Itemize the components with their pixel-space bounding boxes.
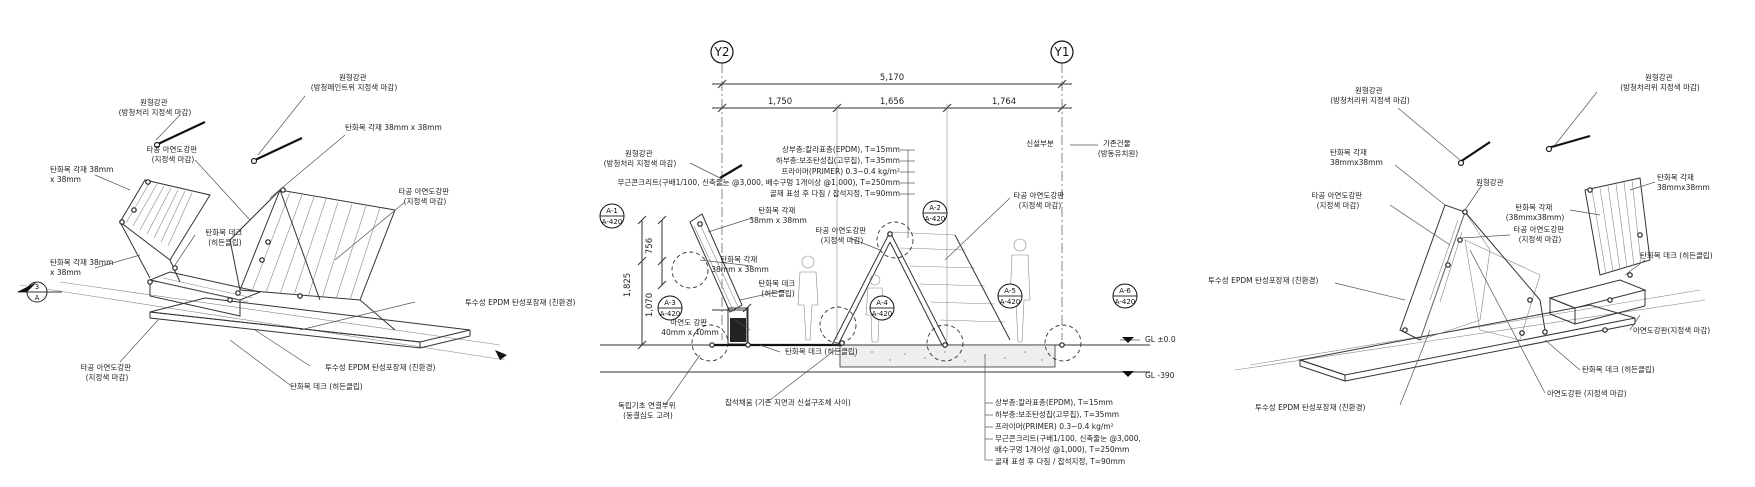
right-label: 원형강관 (방청처리위 지정색 마감) — [1330, 85, 1410, 105]
right-label: 탄화목 각재 38mmx38mm — [1330, 147, 1383, 167]
right-label: 아연도강판(지정색 마감) — [1633, 325, 1710, 335]
detail-tag-top: A-6 — [1119, 287, 1131, 295]
dim-segment: 1,764 — [992, 97, 1016, 107]
grid-line-label-right: Y1 — [1054, 45, 1070, 59]
left-label: 탄화목 데크 (히든클립) — [205, 227, 244, 247]
left-label: 탄화목 각재 38mm x 38mm — [50, 164, 116, 184]
section-marker: 3 A — [17, 281, 62, 303]
center-label: 기존건물 (방동유치원) — [1098, 138, 1138, 158]
level-bottom: GL -390 — [1145, 371, 1175, 380]
section-marker-bottom: A — [35, 294, 40, 302]
center-label: 원형강관 (방청처리 지정색 마감) — [604, 148, 677, 168]
left-label: 타공 아연도강판 (지정색 마감) — [398, 186, 451, 206]
right-label: 타공 아연도강판 (지정색 마감) — [1311, 190, 1364, 210]
center-label: 신설부분 — [1026, 139, 1054, 148]
dim-segment: 1,656 — [880, 97, 904, 107]
left-label: 투수성 EPDM 탄성포장재 (친환경) — [325, 362, 435, 372]
spec-bottom-line: 배수구멍 1개이상 @1,000), T=250mm — [995, 444, 1129, 454]
center-label: 탄화목 데크 (히든클립) — [785, 346, 858, 356]
left-label: 투수성 EPDM 탄성포장재 (친환경) — [465, 297, 575, 307]
detail-tag-bottom: A-420 — [1115, 298, 1136, 306]
center-label: 독립기초 연결부위 (동결심도 고려) — [618, 400, 678, 420]
detail-tag-top: A-4 — [876, 299, 888, 307]
detail-tag-bottom: A-420 — [660, 310, 681, 318]
detail-tag-bottom: A-420 — [1000, 298, 1021, 306]
right-label: 원형강관 (방청처리위 지정색 마감) — [1620, 72, 1700, 92]
right-label: 원형강관 — [1476, 177, 1504, 187]
spec-bottom-line: 상부층:칼라표층(EPDM), T=15mm — [995, 397, 1113, 407]
right-isometric-view: 원형강관 (방청처리위 지정색 마감) 원형강관 (방청처리위 지정색 마감) … — [1208, 72, 1713, 412]
right-label: 탄화목 데크 (히든클립) — [1582, 364, 1655, 374]
detail-tag-top: A-5 — [1004, 287, 1016, 295]
left-label: 원형강관 (방청페인트위 지정색 마감) — [311, 72, 398, 92]
left-isometric-view: 3 A — [17, 72, 575, 391]
center-label: 잡석채움 (기존 지면과 신설구조체 사이) — [725, 397, 851, 407]
spec-top-line: 상부층:칼라표층(EPDM), T=15mm — [782, 144, 900, 154]
center-label: 아연도 강판 40mm x 40mm — [661, 317, 719, 337]
center-label: 타공 아연도강판 (지정색 마감) — [815, 225, 868, 245]
spec-bottom-line: 무근콘크리트(구배1/100, 신축줄눈 @3,000, — [995, 434, 1141, 443]
left-label: 탄화목 데크 (히든클립) — [290, 381, 363, 391]
detail-tag-top: A-2 — [929, 204, 941, 212]
spec-bottom-line: 골재 표성 후 다짐 / 잡석지정, T=90mm — [995, 456, 1125, 466]
center-label: 탄화목 각재 38mm x 38mm — [749, 205, 807, 225]
spec-top-line: 프라이머(PRIMER) 0.3~0.4 kg/m² — [781, 166, 900, 176]
dim-vertical: 1,825 — [623, 273, 633, 297]
left-label: 탄화목 각재 38mm x 38mm — [50, 257, 116, 277]
detail-tag-bottom: A-420 — [872, 310, 893, 318]
human-figure-icon — [797, 255, 819, 341]
right-label: 타공 아연도강판 (지정색 마감) — [1513, 224, 1566, 244]
right-label: 탄화목 각재 (38mmx38mm) — [1506, 202, 1565, 222]
dim-vertical: 1,070 — [645, 293, 655, 317]
level-top: GL ±0.0 — [1145, 335, 1176, 344]
right-label: 아연도강판 (지정색 마감) — [1547, 388, 1627, 398]
spec-bottom-line: 프라이머(PRIMER) 0.3~0.4 kg/m² — [995, 421, 1114, 431]
center-label: 탄화목 데크 (히든클립) — [758, 278, 797, 298]
section-marker-top: 3 — [35, 283, 39, 291]
center-elevation-view: Y2 Y1 5,170 1,750 1,656 1,764 756 1,825 … — [599, 40, 1176, 466]
spec-top-line: 무근콘크리트(구배1/100, 신축줄눈 @3,000, 배수구멍 1개이상 @… — [617, 177, 900, 187]
spec-top-line: 하부층:보조탄성칩(고무칩), T=35mm — [776, 155, 900, 165]
detail-tag-top: A-1 — [606, 207, 618, 215]
center-label: 타공 아연도강판 (지정색 마감) — [1013, 190, 1066, 210]
spec-bottom-line: 하부층:보조탄성칩(고무칩), T=35mm — [995, 409, 1119, 419]
detail-tag-top: A-3 — [664, 299, 676, 307]
center-label: 탄화목 각재 38mm x 38mm — [711, 254, 769, 274]
right-label: 투수성 EPDM 탄성포장재 (친환경) — [1255, 402, 1365, 412]
detail-tag-bottom: A-420 — [602, 218, 623, 226]
left-label: 탄화목 각재 38mm x 38mm — [345, 122, 442, 132]
right-label: 탄화목 각재 38mmx38mm — [1657, 172, 1710, 192]
detail-tag-bottom: A-420 — [925, 215, 946, 223]
dim-segment: 1,750 — [768, 97, 792, 107]
grid-line-label-left: Y2 — [714, 45, 730, 59]
spec-top-line: 골재 표성 후 다짐 / 잡석지정, T=90mm — [770, 188, 900, 198]
right-label: 탄화목 데크 (히든클립) — [1640, 250, 1713, 260]
left-label: 원형강관 (방청처리 지정색 마감) — [119, 97, 192, 117]
left-label: 타공 아연도강판 (지정색 마감) — [146, 144, 199, 164]
right-label: 투수성 EPDM 탄성포장재 (친환경) — [1208, 275, 1318, 285]
dim-vertical: 756 — [645, 238, 655, 254]
dim-total: 5,170 — [880, 73, 904, 83]
left-label: 타공 아연도강판 (지정색 마감) — [80, 362, 133, 382]
